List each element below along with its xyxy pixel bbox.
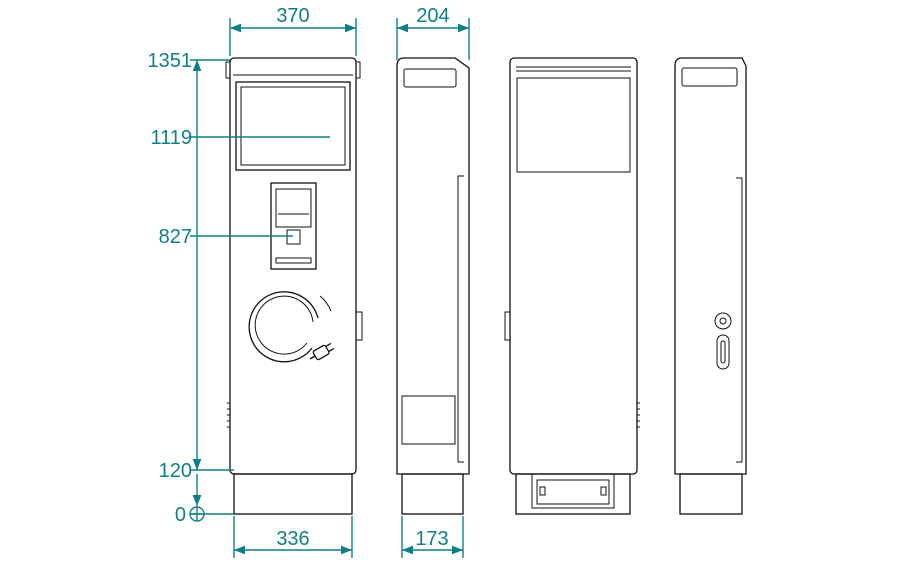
- rear-view: [504, 57, 640, 515]
- dimension-labels: 370 204 336 173 1351 1119 827 120 0: [148, 5, 450, 550]
- label-depth-side-top: 204: [416, 5, 449, 27]
- front-cable-ring-outer: [248, 291, 319, 363]
- side-right-body: [674, 57, 747, 475]
- front-display-frame: [235, 81, 351, 171]
- front-reader-bar: [275, 257, 312, 264]
- origin-crosshair-icon: [189, 506, 205, 522]
- side-left-plinth: [401, 473, 464, 515]
- front-vents: [227, 402, 230, 428]
- rear-terminal-cover: [536, 479, 610, 505]
- rear-body-outline: [509, 57, 638, 475]
- front-reader-panel: [270, 182, 317, 270]
- front-view: [225, 57, 363, 515]
- plug-icon: [309, 342, 335, 361]
- side-right-plinth: [679, 473, 743, 515]
- front-reader-window: [275, 188, 312, 228]
- side-view-left: [396, 57, 470, 515]
- front-body-outline: [229, 57, 357, 475]
- front-display-screen: [240, 86, 346, 166]
- front-plinth: [233, 473, 353, 515]
- rear-vents: [637, 402, 640, 428]
- side-left-door-edge: [457, 175, 464, 463]
- rear-side-knob: [504, 311, 510, 341]
- side-right-door-edge: [736, 177, 743, 463]
- side-left-body: [396, 57, 470, 475]
- label-height-zero: 0: [175, 504, 186, 526]
- label-width-front-base: 336: [276, 528, 309, 550]
- label-depth-side-base: 173: [415, 528, 448, 550]
- rear-terminal-screw-left: [539, 486, 546, 496]
- front-cable-ring-inner: [254, 295, 314, 355]
- side-left-bottom-panel: [401, 395, 456, 445]
- lock-icon: [714, 312, 732, 370]
- label-height-reader: 827: [159, 226, 192, 248]
- front-reader-button: [286, 229, 301, 245]
- label-width-front-top: 370: [276, 5, 309, 27]
- front-side-knob: [356, 311, 363, 341]
- front-cable-ring-tail: [319, 295, 332, 312]
- label-height-plinth: 120: [159, 460, 192, 482]
- rear-terminal-box: [531, 473, 615, 509]
- side-view-right: [674, 57, 747, 515]
- front-ear-right: [356, 61, 361, 79]
- front-ear-left: [225, 61, 230, 79]
- side-left-top-panel: [403, 68, 457, 88]
- dimension-lines: [189, 18, 470, 558]
- label-height-total: 1351: [148, 50, 193, 72]
- label-height-display: 1119: [150, 127, 192, 149]
- rear-upper-panel: [516, 77, 631, 173]
- rear-terminal-screw-right: [600, 486, 607, 496]
- side-right-top-panel: [681, 67, 738, 87]
